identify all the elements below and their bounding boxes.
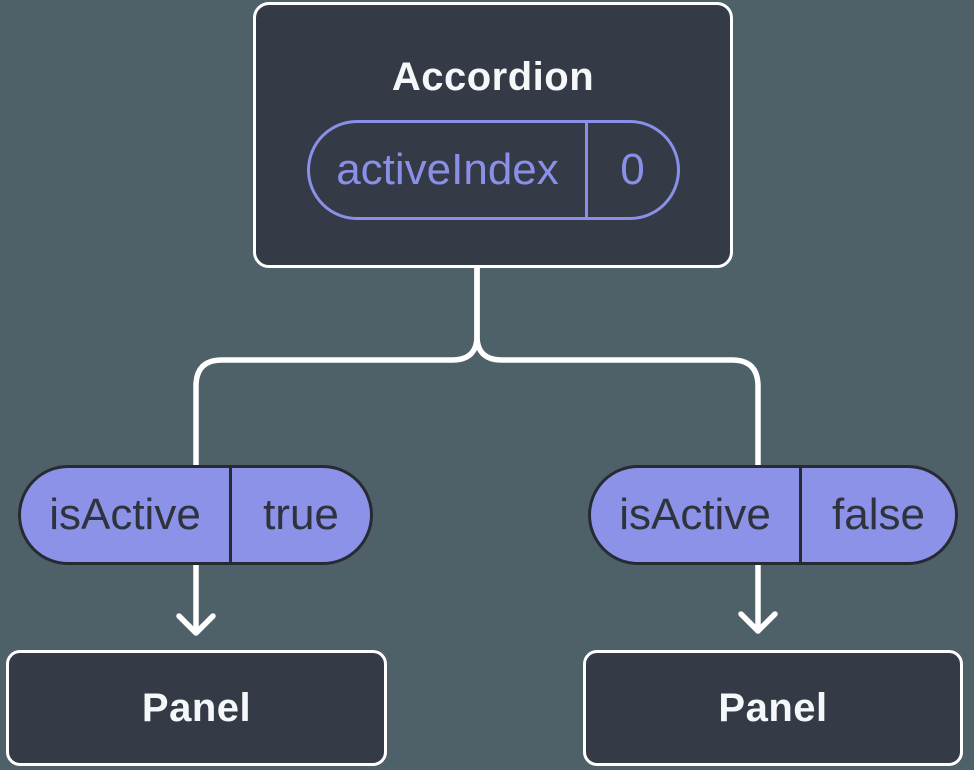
arrowhead-right-icon [738, 611, 778, 634]
prop-pill-isactive-true: isActive true [18, 465, 373, 565]
prop-name-label: isActive [21, 468, 232, 562]
prop-pill-isactive-false: isActive false [588, 465, 958, 565]
panel-node-title: Panel [718, 685, 828, 730]
panel-node-title: Panel [141, 685, 252, 730]
prop-value-label: true [263, 490, 339, 539]
accordion-node: Accordion activeIndex 0 [253, 2, 733, 268]
prop-name-label: isActive [591, 468, 802, 562]
panel-node-left: Panel [6, 650, 387, 766]
connector-path-left [193, 263, 480, 633]
state-value-label: 0 [620, 145, 645, 194]
accordion-node-title: Accordion [391, 55, 595, 99]
panel-node-right: Panel [583, 650, 963, 766]
state-pill-activeindex: activeIndex 0 [307, 120, 680, 220]
arrowhead-left-icon [176, 613, 216, 636]
prop-value-label: false [832, 490, 925, 539]
state-name-label: activeIndex [310, 123, 588, 217]
connector-path-right [474, 263, 761, 631]
